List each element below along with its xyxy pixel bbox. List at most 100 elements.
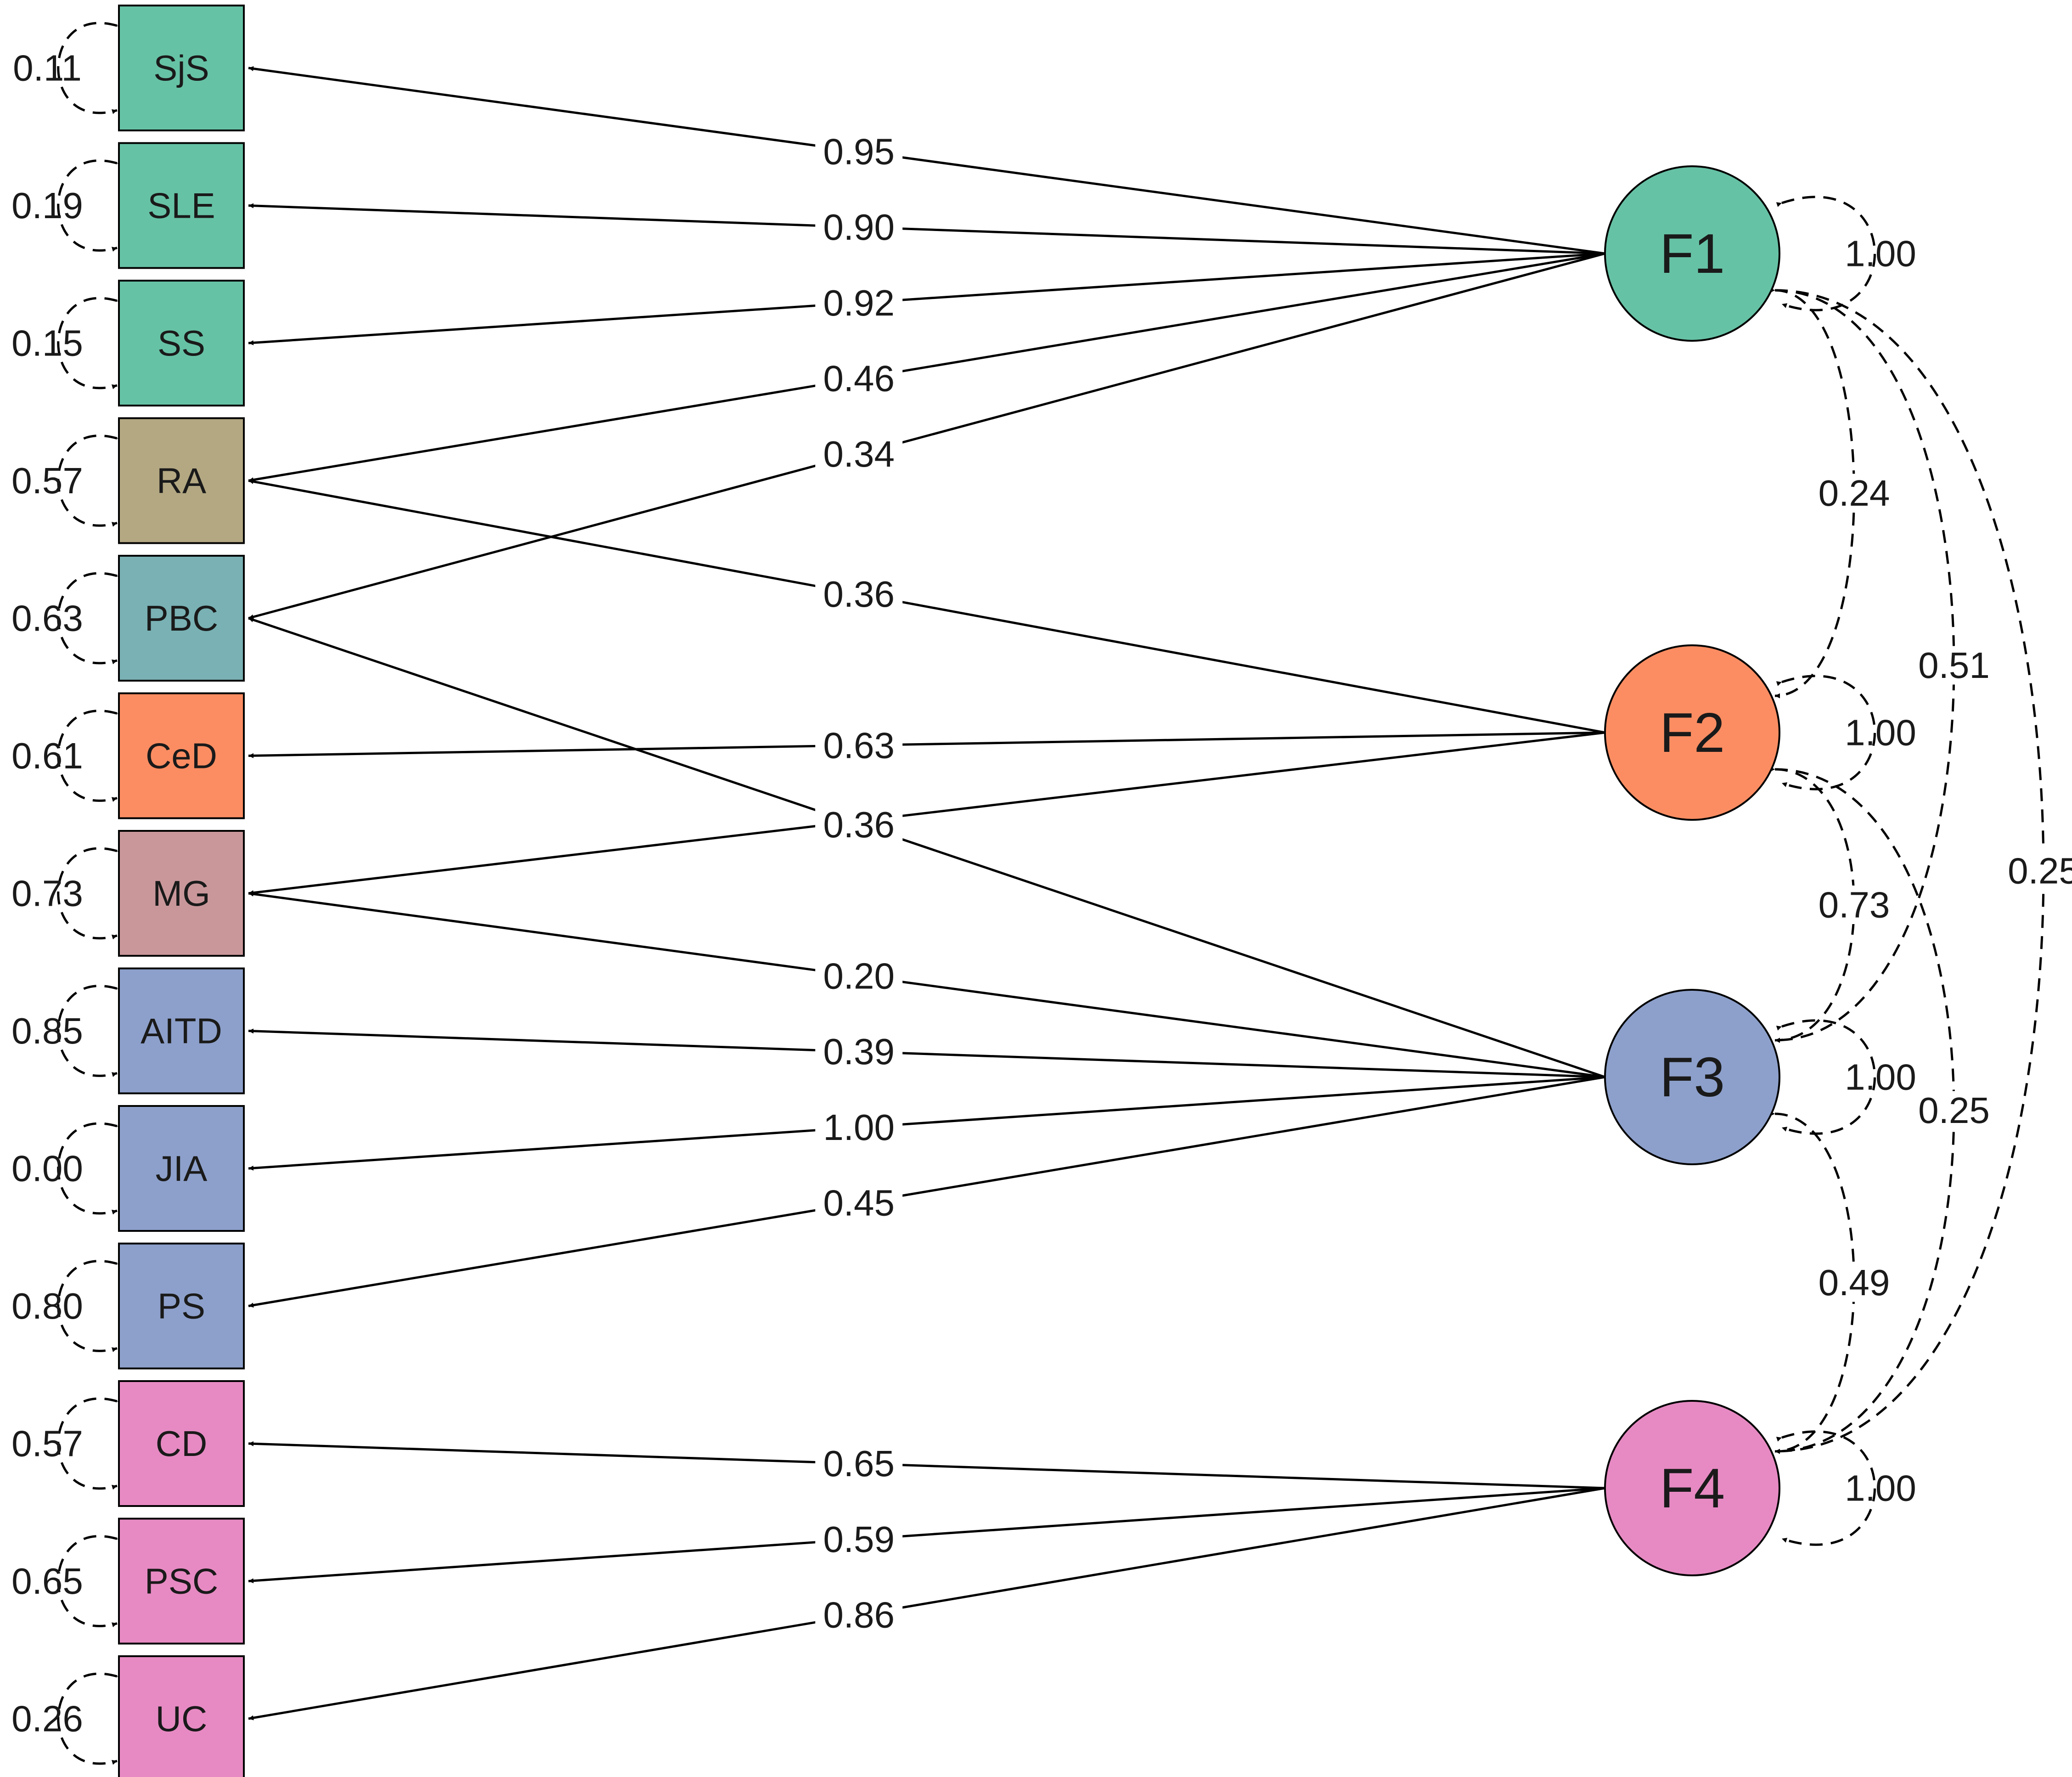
factor-variance-label: 1.00 — [1845, 233, 1916, 274]
loading-label-bg — [815, 575, 903, 614]
loading-label: 0.39 — [823, 1031, 895, 1072]
residual-variance-label: 0.00 — [11, 1148, 83, 1189]
factor-variance-label: 1.00 — [1845, 1468, 1916, 1509]
observed-label: CD — [156, 1423, 208, 1464]
residual-loop — [57, 159, 123, 252]
observed-node-aitd: AITD — [118, 967, 245, 1094]
loading-label-bg — [815, 434, 903, 474]
residual-variance-label: 0.57 — [11, 460, 83, 501]
covariance-label: 0.24 — [1819, 473, 1890, 513]
factor-node-f2: F2 — [1604, 644, 1780, 821]
labels-layer: 0.110.190.150.570.630.610.730.850.000.80… — [11, 48, 2072, 1739]
residual-loop — [57, 572, 123, 665]
loading-path — [248, 1076, 1605, 1171]
factor-label: F1 — [1660, 222, 1725, 285]
residual-loop — [57, 1122, 123, 1215]
loading-path — [248, 203, 1605, 255]
covariance-label-bg — [1910, 646, 1998, 685]
loading-label: 0.63 — [823, 725, 895, 766]
covariance-label: 0.73 — [1819, 885, 1890, 925]
loading-paths-layer — [248, 66, 1605, 1721]
loading-label-bg — [815, 1108, 903, 1147]
residual-variance-label: 0.80 — [11, 1286, 83, 1326]
residual-loop — [57, 297, 123, 389]
residual-loop — [57, 1672, 123, 1765]
observed-node-pbc: PBC — [118, 555, 245, 682]
observed-box — [118, 5, 245, 131]
observed-node-jia: JIA — [118, 1105, 245, 1232]
loading-label-bg — [815, 1184, 903, 1223]
loading-label: 0.86 — [823, 1595, 895, 1636]
observed-label: UC — [156, 1698, 208, 1739]
residual-variance-label: 0.63 — [11, 598, 83, 639]
residual-variance-label: 0.19 — [11, 185, 83, 226]
loading-label-bg — [815, 726, 903, 765]
residual-variance-label: 0.57 — [11, 1423, 83, 1464]
factor-circle — [1604, 1400, 1780, 1576]
loading-label-bg — [815, 283, 903, 322]
residual-loop — [57, 710, 123, 802]
observed-node-ced: CeD — [118, 692, 245, 819]
loading-label-bg — [815, 1444, 903, 1483]
observed-box — [118, 555, 245, 682]
loading-label: 0.34 — [823, 434, 895, 474]
factor-variance-loop — [1776, 1019, 1876, 1135]
loading-label: 0.65 — [823, 1443, 895, 1484]
observed-box — [118, 417, 245, 544]
loading-path — [248, 479, 1605, 734]
observed-box — [118, 1105, 245, 1232]
observed-box — [118, 1242, 245, 1370]
loading-label: 0.90 — [823, 207, 895, 248]
factor-label: F2 — [1660, 701, 1725, 764]
factor-node-f1: F1 — [1604, 165, 1780, 342]
observed-label: SS — [158, 323, 205, 363]
residual-variance-label: 0.15 — [11, 323, 83, 364]
residual-variance-label: 0.61 — [11, 735, 83, 776]
loading-label-bg — [815, 132, 903, 171]
loading-label-bg — [815, 208, 903, 247]
variance-loops-layer — [57, 22, 1876, 1765]
observed-label: CeD — [146, 736, 217, 776]
loading-label: 1.00 — [823, 1107, 895, 1148]
observed-node-ra: RA — [118, 417, 245, 544]
residual-loop — [57, 434, 123, 527]
observed-label: PBC — [145, 598, 218, 638]
covariance-label: 0.25 — [1918, 1090, 1990, 1131]
factor-label: F4 — [1660, 1457, 1725, 1519]
loading-label: 0.92 — [823, 282, 895, 323]
loading-label-bg — [815, 1596, 903, 1635]
observed-label: SLE — [147, 186, 215, 226]
observed-box — [118, 692, 245, 819]
covariance-label-bg — [2000, 852, 2072, 890]
loading-path — [248, 617, 1605, 1078]
observed-box — [118, 1518, 245, 1645]
loading-path — [248, 252, 1605, 345]
covariance-label: 0.25 — [2008, 851, 2072, 891]
loading-path — [248, 1487, 1605, 1721]
residual-variance-label: 0.73 — [11, 873, 83, 914]
observed-node-cd: CD — [118, 1380, 245, 1507]
observed-box — [118, 1655, 245, 1777]
covariance-label-bg — [1910, 1091, 1998, 1130]
observed-node-uc: UC — [118, 1655, 245, 1777]
observed-node-ss: SS — [118, 280, 245, 406]
covariance-label: 0.51 — [1918, 645, 1990, 686]
observed-box — [118, 830, 245, 957]
observed-label: SjS — [153, 48, 209, 88]
loading-path — [248, 731, 1605, 896]
factor-variance-loop — [1776, 196, 1876, 311]
residual-variance-label: 0.85 — [11, 1010, 83, 1051]
factor-label: F3 — [1660, 1046, 1725, 1108]
factor-circle — [1604, 989, 1780, 1165]
factor-variance-label: 1.00 — [1845, 1057, 1916, 1098]
loading-path — [248, 252, 1605, 620]
loading-label: 0.36 — [823, 574, 895, 615]
factor-circle — [1604, 644, 1780, 821]
residual-variance-label: 0.26 — [11, 1698, 83, 1739]
loading-label-bg — [815, 1520, 903, 1559]
loading-label-bg — [815, 1032, 903, 1071]
loading-label-bg — [815, 359, 903, 398]
observed-node-ps: PS — [118, 1242, 245, 1370]
loading-label: 0.59 — [823, 1519, 895, 1560]
loading-label: 0.95 — [823, 131, 895, 172]
